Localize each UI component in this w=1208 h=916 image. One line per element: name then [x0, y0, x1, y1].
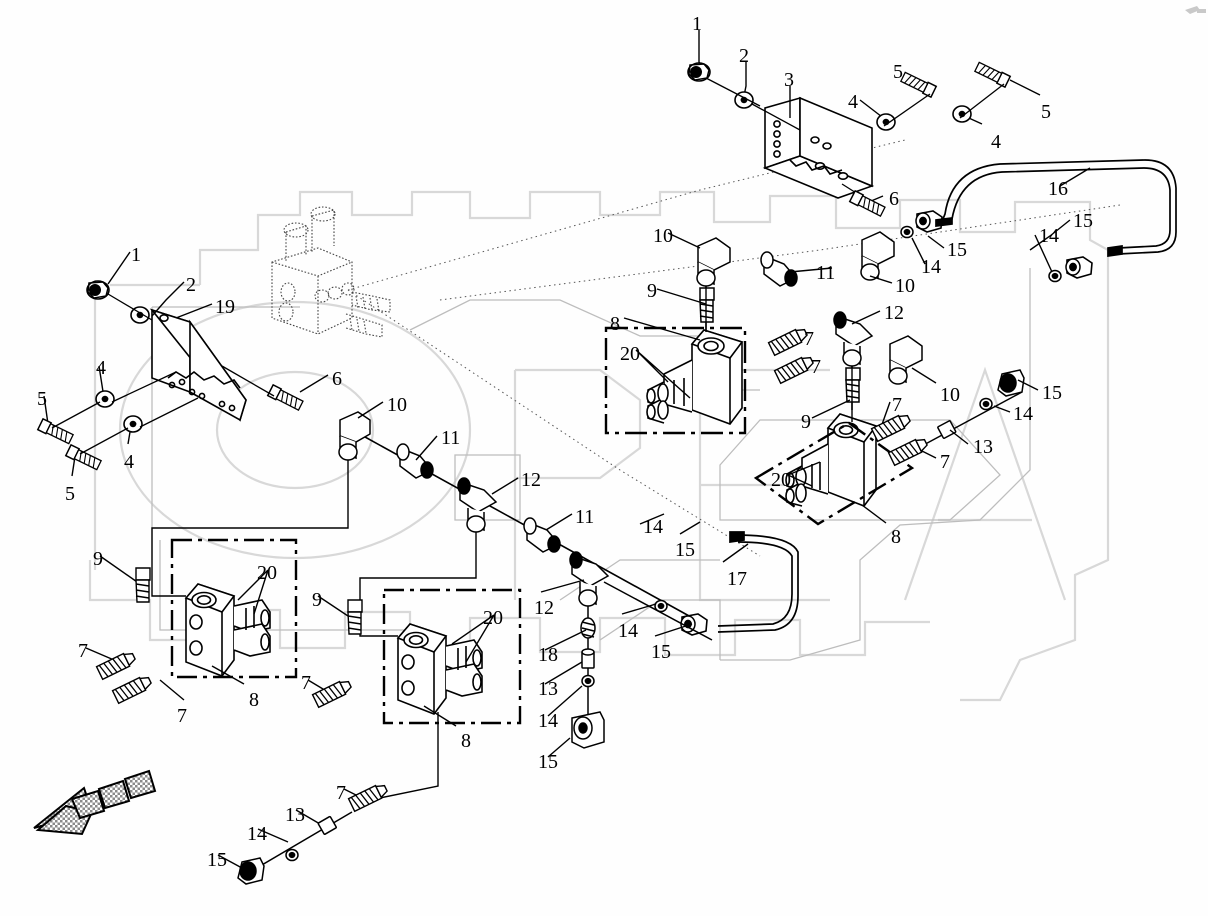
callout-4: 4	[991, 131, 1001, 153]
callout-14: 14	[247, 823, 267, 845]
callout-7: 7	[177, 705, 187, 727]
callout-6: 6	[889, 188, 899, 210]
bracket-assembly-left	[149, 308, 247, 422]
callout-1: 1	[692, 13, 702, 35]
fitting-chain-right-lower	[917, 369, 1025, 449]
orientation-arrow	[33, 769, 157, 836]
watermark-graphic	[88, 190, 1110, 702]
hose-17	[717, 531, 799, 633]
callout-13: 13	[285, 804, 305, 826]
callout-14: 14	[618, 620, 638, 642]
callout-14: 14	[1013, 403, 1033, 425]
callout-15: 15	[947, 239, 967, 261]
callout-2: 2	[739, 45, 749, 67]
callout-5: 5	[65, 483, 75, 505]
callout-12: 12	[884, 302, 904, 324]
corner-logo-mark	[1185, 6, 1206, 14]
callout-14: 14	[921, 256, 941, 278]
callout-15: 15	[675, 539, 695, 561]
group-box-8-c	[170, 538, 298, 679]
callout-9: 9	[93, 548, 103, 570]
callout-11: 11	[441, 427, 461, 449]
callout-20: 20	[771, 469, 791, 491]
group-box-8-b	[753, 421, 915, 526]
phantom-valve-block	[271, 206, 391, 338]
callout-8: 8	[891, 526, 901, 548]
callout-11: 11	[575, 506, 595, 528]
callout-9: 9	[647, 280, 657, 302]
callout-7: 7	[804, 328, 814, 350]
hose-16	[935, 159, 1177, 257]
group-box-8-d	[382, 588, 522, 725]
callout-8: 8	[610, 313, 620, 335]
callout-12: 12	[521, 469, 541, 491]
callout-20: 20	[620, 343, 640, 365]
fitting-chain-main	[338, 411, 713, 641]
drop-chain-vertical	[571, 606, 605, 749]
projection-lines	[347, 139, 1121, 557]
callout-8: 8	[461, 730, 471, 752]
bracket-assembly-right	[762, 96, 875, 199]
callout-14: 14	[538, 710, 558, 732]
hardware-top-left	[37, 280, 305, 472]
callout-7: 7	[301, 672, 311, 694]
callout-5: 5	[1041, 101, 1051, 123]
callout-13: 13	[973, 436, 993, 458]
solenoid-valve-block-a	[646, 329, 744, 425]
callout-14: 14	[1039, 225, 1059, 247]
callout-5: 5	[37, 388, 47, 410]
callout-11: 11	[816, 262, 836, 284]
callout-4: 4	[124, 451, 134, 473]
callout-7: 7	[336, 782, 346, 804]
callout-7: 7	[892, 394, 902, 416]
callout-10: 10	[895, 275, 915, 297]
callout-20: 20	[257, 562, 277, 584]
callout-5: 5	[893, 61, 903, 83]
callout-14: 14	[643, 516, 663, 538]
callout-20: 20	[483, 607, 503, 629]
callout-15: 15	[1042, 382, 1062, 404]
callout-7: 7	[78, 640, 88, 662]
callout-17: 17	[727, 568, 747, 590]
grease-fittings-left	[135, 567, 363, 635]
callout-3: 3	[784, 69, 794, 91]
callout-9: 9	[801, 411, 811, 433]
connector-paths	[151, 286, 853, 801]
solenoid-valve-block-b	[785, 413, 878, 507]
callout-16: 16	[1048, 178, 1068, 200]
callout-4: 4	[848, 91, 858, 113]
callout-7: 7	[940, 451, 950, 473]
callout-8: 8	[249, 689, 259, 711]
callout-1: 1	[131, 244, 141, 266]
bottom-hardware-chain	[237, 811, 353, 885]
callout-10: 10	[653, 225, 673, 247]
callout-15: 15	[1073, 210, 1093, 232]
fitting-chain-upper	[696, 210, 1093, 410]
callout-13: 13	[538, 678, 558, 700]
callout-2: 2	[186, 274, 196, 296]
callout-7: 7	[811, 356, 821, 378]
callout-15: 15	[651, 641, 671, 663]
callout-10: 10	[940, 384, 960, 406]
callout-10: 10	[387, 394, 407, 416]
solenoid-valve-block-d	[396, 623, 483, 715]
leader-lines	[43, 30, 1091, 869]
callout-12: 12	[534, 597, 554, 619]
hardware-top-right	[687, 60, 1011, 218]
group-box-8-a	[604, 326, 747, 435]
callout-4: 4	[96, 357, 106, 379]
callout-6: 6	[332, 368, 342, 390]
callout-15: 15	[207, 849, 227, 871]
callout-19: 19	[215, 296, 235, 318]
solenoid-valve-block-c	[184, 583, 271, 677]
callout-18: 18	[538, 644, 558, 666]
callout-9: 9	[312, 589, 322, 611]
callout-15: 15	[538, 751, 558, 773]
